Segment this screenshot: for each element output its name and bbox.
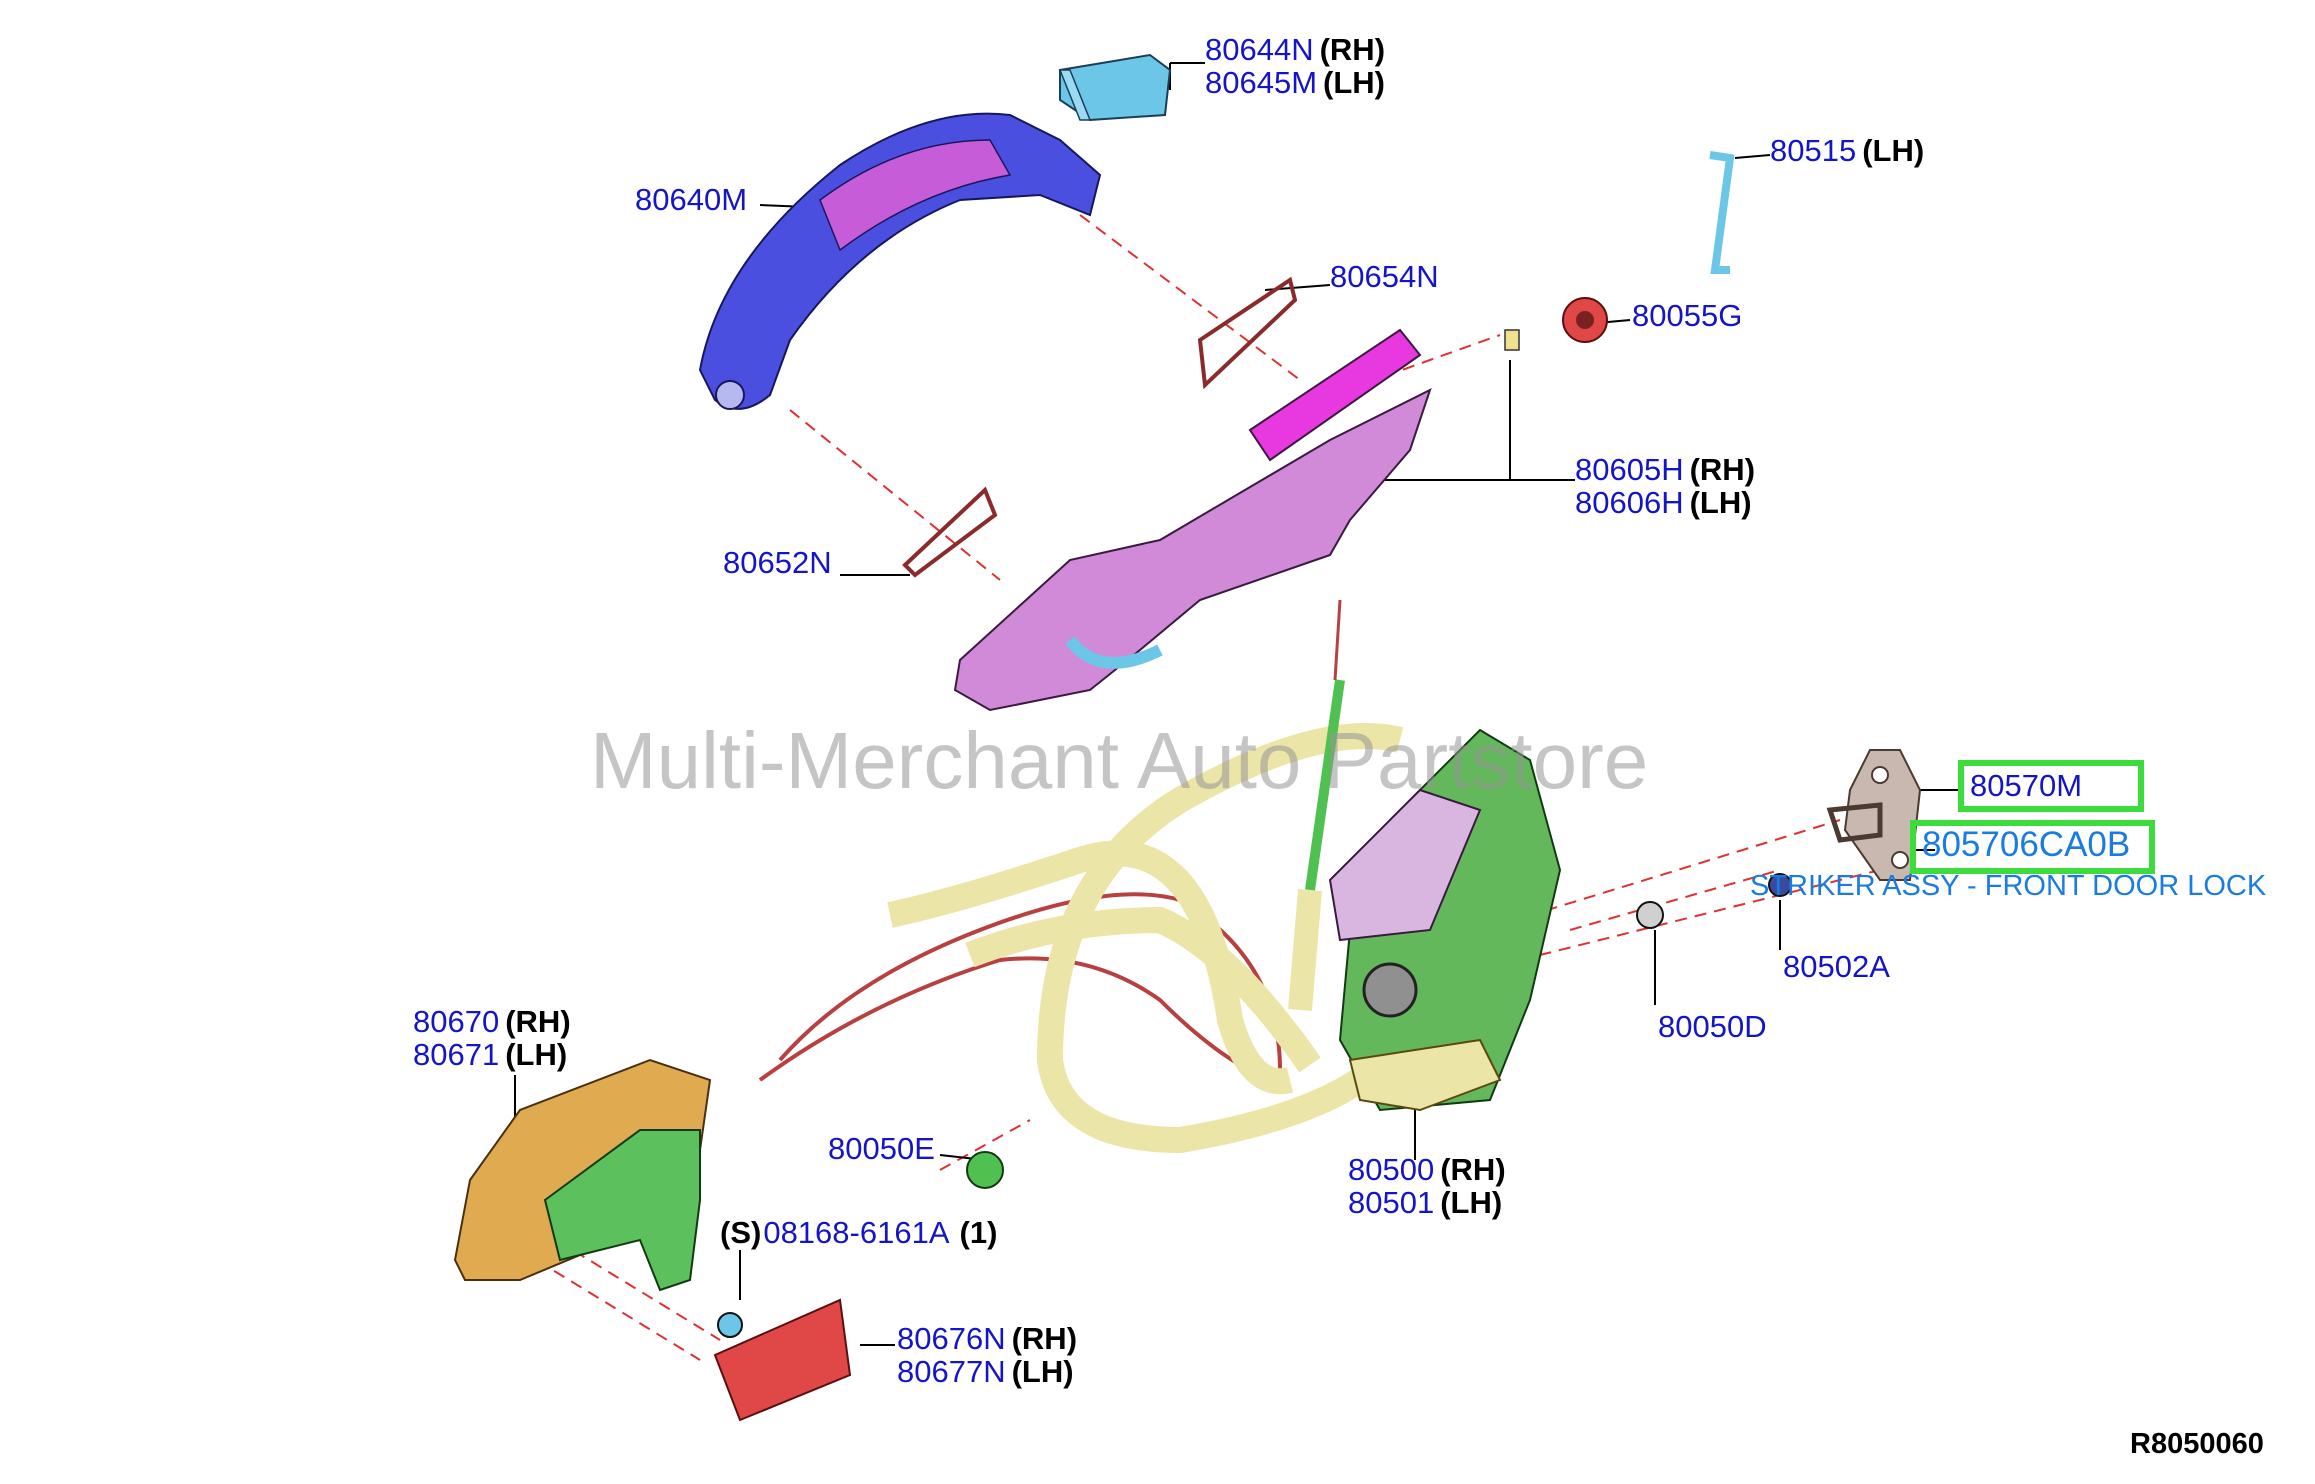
label-80515[interactable]: 80515(LH) — [1770, 133, 1925, 168]
label-80677N[interactable]: 80677N(LH) — [897, 1354, 1074, 1389]
label-80676N[interactable]: 80676N(RH) — [897, 1321, 1078, 1356]
label-80055G[interactable]: 80055G — [1632, 298, 1743, 333]
control-cables — [758, 599, 1404, 1154]
label-80654N[interactable]: 80654N — [1330, 259, 1439, 294]
door-lock-actuator-part — [1328, 728, 1562, 1112]
outside-handle-part — [698, 112, 1102, 410]
inside-handle-part — [453, 1058, 712, 1292]
label-80640M[interactable]: 80640M — [635, 182, 748, 217]
highlight-box-805706CA0B — [1910, 820, 2155, 874]
label-80502A[interactable]: 80502A — [1783, 949, 1890, 984]
handle-bracket-part — [953, 328, 1432, 712]
watermark-text: Multi-Merchant Auto Partstore — [590, 716, 1649, 805]
label-805706CA0B[interactable]: 805706CA0B — [1922, 825, 2131, 864]
label-80670[interactable]: 80670(RH) — [413, 1004, 571, 1039]
leader-lines — [514, 62, 1960, 1346]
label-80671[interactable]: 80671(LH) — [413, 1037, 568, 1072]
label-80501[interactable]: 80501(LH) — [1348, 1185, 1503, 1220]
grommet-part — [1562, 297, 1608, 343]
diagram-reference: R8050060 — [2130, 1428, 2264, 1460]
highlight-box-80570M — [1958, 760, 2144, 812]
label-80050D[interactable]: 80050D — [1658, 1009, 1767, 1044]
label-80644N[interactable]: 80644N(RH) — [1205, 32, 1386, 67]
label-08168-6161A[interactable]: (S)08168-6161A(1) — [720, 1215, 998, 1250]
label-80652N[interactable]: 80652N — [723, 545, 832, 580]
label-80606H[interactable]: 80606H(LH) — [1575, 485, 1752, 520]
screws — [717, 329, 1792, 1338]
label-80645M[interactable]: 80645M(LH) — [1205, 65, 1386, 100]
label-80500[interactable]: 80500(RH) — [1348, 1152, 1506, 1187]
label-80050E[interactable]: 80050E — [828, 1131, 935, 1166]
escutcheon-part — [713, 1298, 852, 1422]
label-80570M[interactable]: 80570M — [1970, 768, 2083, 803]
label-80605H[interactable]: 80605H(RH) — [1575, 452, 1756, 487]
link-rod-part — [1709, 151, 1735, 274]
gasket-parts — [902, 276, 1298, 578]
striker-part — [1826, 749, 1922, 881]
handle-cover-part — [1058, 53, 1172, 122]
part-description: STRIKER ASSY - FRONT DOOR LOCK — [1750, 870, 2267, 902]
